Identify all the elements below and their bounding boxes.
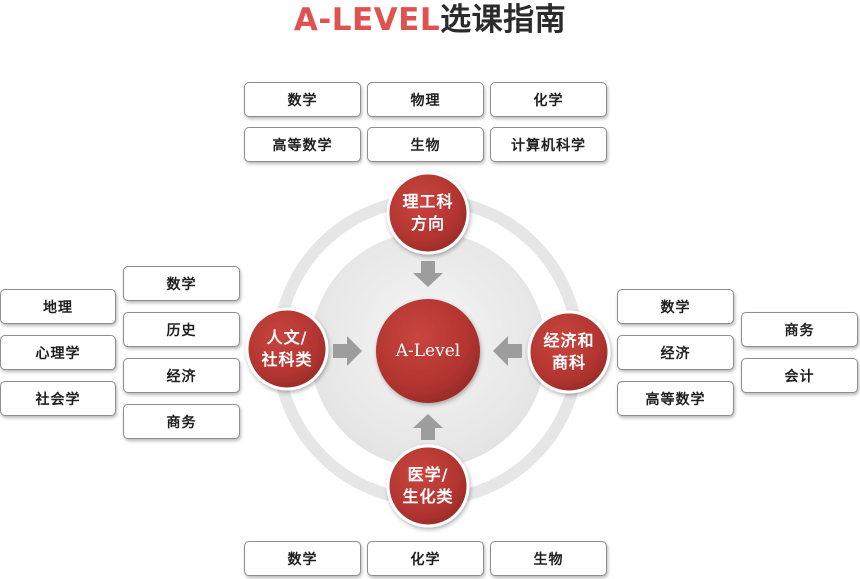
node-label-top: 理工科 方向 — [388, 191, 468, 235]
arrow-up-icon — [413, 414, 443, 440]
arrow-right-icon — [333, 336, 362, 366]
course-box-bottom: 化学 — [367, 541, 484, 576]
node-top — [386, 171, 470, 255]
arrow-left-icon — [493, 336, 522, 366]
node-label-left-line2: 社科类 — [261, 350, 313, 369]
course-box-top: 物理 — [367, 82, 484, 117]
node-left — [245, 307, 329, 391]
node-label-right: 经济和 商科 — [529, 330, 609, 374]
course-box-left-inner: 历史 — [123, 312, 240, 347]
node-label-left: 人文/ 社科类 — [247, 327, 327, 371]
course-box-right-inner: 高等数学 — [617, 381, 734, 416]
node-right — [527, 310, 611, 394]
course-box-right-inner: 数学 — [617, 289, 734, 324]
node-label-right-line1: 经济和 — [543, 331, 595, 350]
page-title: A-LEVEL选课指南 — [0, 0, 860, 44]
course-box-left-outer: 地理 — [0, 289, 116, 324]
course-box-left-inner: 数学 — [123, 266, 240, 301]
node-label-bottom-line2: 生化类 — [402, 487, 454, 506]
node-label-left-line1: 人文/ — [266, 328, 308, 347]
course-box-left-outer: 社会学 — [0, 381, 116, 416]
course-box-right-outer: 会计 — [741, 358, 858, 393]
title-latin: A-LEVEL — [293, 2, 441, 38]
course-box-right-inner: 经济 — [617, 335, 734, 370]
course-box-bottom: 数学 — [244, 541, 361, 576]
course-box-left-inner: 商务 — [123, 404, 240, 439]
arrow-down-icon — [413, 261, 443, 287]
node-label-right-line2: 商科 — [551, 353, 586, 372]
center-label: A-Level — [395, 341, 461, 361]
node-label-bottom: 医学/ 生化类 — [388, 464, 468, 508]
course-box-top: 化学 — [490, 82, 607, 117]
center-node — [376, 299, 480, 403]
course-box-bottom: 生物 — [490, 541, 607, 576]
course-box-left-outer: 心理学 — [0, 335, 116, 370]
node-label-top-line1: 理工科 — [402, 192, 454, 211]
node-bottom — [386, 444, 470, 528]
course-box-top: 生物 — [367, 127, 484, 162]
course-box-right-outer: 商务 — [741, 312, 858, 347]
course-box-top: 高等数学 — [244, 127, 361, 162]
course-box-top: 数学 — [244, 82, 361, 117]
node-label-top-line2: 方向 — [410, 214, 445, 233]
title-chinese: 选课指南 — [440, 2, 567, 38]
course-box-top: 计算机科学 — [490, 127, 607, 162]
node-label-bottom-line1: 医学/ — [407, 465, 449, 484]
course-box-left-inner: 经济 — [123, 358, 240, 393]
